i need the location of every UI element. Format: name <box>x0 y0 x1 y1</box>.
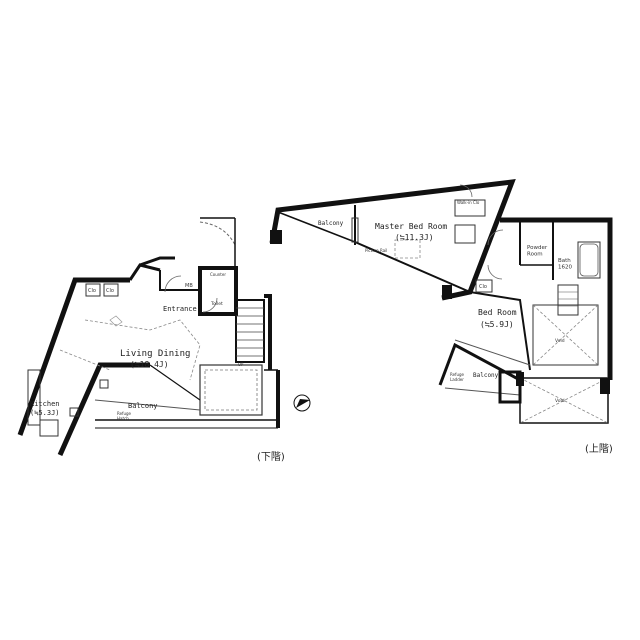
lower-floor: Living Dining (≒18.4J) Kitchen (≒5.3J) E… <box>17 217 285 463</box>
clo-label-2: Clo <box>106 288 114 294</box>
clo-label-1: Clo <box>88 288 96 294</box>
walk-in-clo-label: Walk-in Clo <box>457 200 480 205</box>
room-label-living-dining: Living Dining <box>120 349 190 359</box>
counter-label: Counter <box>210 272 226 277</box>
mb-label: MB <box>185 283 193 289</box>
room-label-master-bed: Master Bed Room <box>375 222 447 231</box>
room-label-balcony-upper-1: Balcony <box>318 220 344 227</box>
room-label-kitchen: Kitchen <box>30 400 60 408</box>
room-label-toilet: Toilet <box>210 301 223 307</box>
void-label-2: Void <box>555 398 565 404</box>
lower-floor-caption: (下階) <box>257 451 285 463</box>
void-label-1: Void <box>555 338 565 344</box>
north-arrow-icon <box>293 394 311 412</box>
room-label-bed-room: Bed Room <box>478 308 517 317</box>
upper-floor: Master Bed Room (≒11.3J) Bed Room (≒5.9J… <box>269 179 613 455</box>
upper-floor-caption: (上階) <box>585 443 613 455</box>
picture-rail-label: Picture Rail <box>365 248 387 253</box>
room-area-master-bed: (≒11.3J) <box>395 233 434 242</box>
room-area-kitchen: (≒5.3J) <box>30 409 60 417</box>
room-label-entrance: Entrance <box>163 305 197 313</box>
clo-label-upper: Clo <box>479 284 487 290</box>
room-area-living-dining: (≒18.4J) <box>130 360 169 369</box>
room-label-balcony-upper-2: Balcony <box>473 372 499 379</box>
up-label: UP <box>238 362 244 367</box>
room-area-bed-room: (≒5.9J) <box>480 320 514 329</box>
room-label-balcony-lower: Balcony <box>128 402 158 410</box>
